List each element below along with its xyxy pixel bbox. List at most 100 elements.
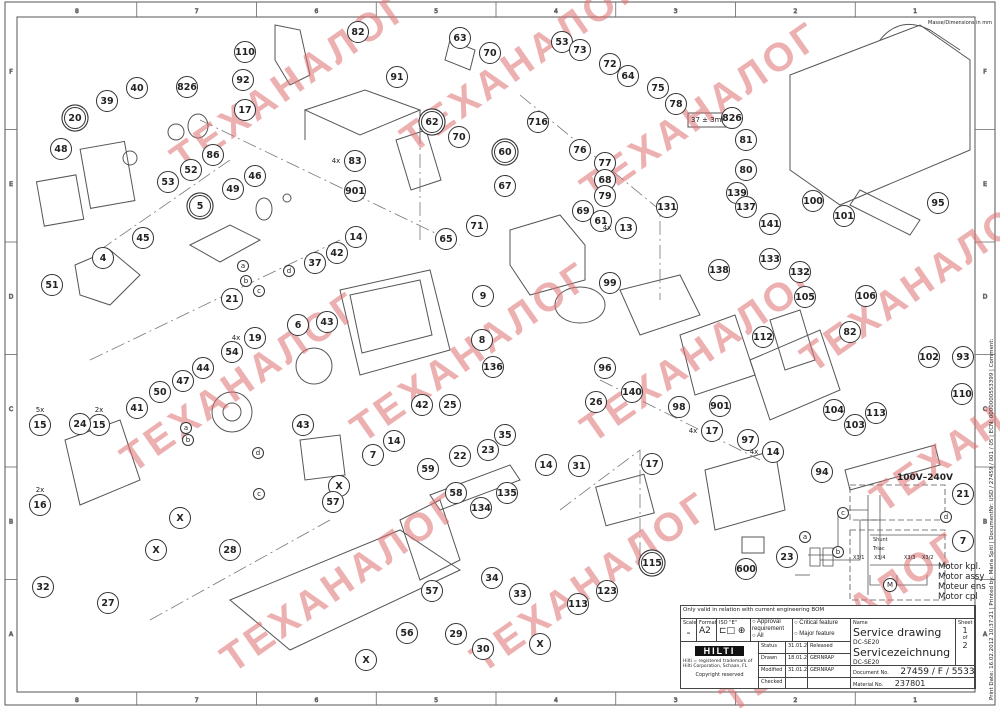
callout-X: X <box>145 539 167 561</box>
callout-140: 140 <box>621 381 643 403</box>
callout-41: 41 <box>126 397 148 419</box>
iso-cell: ISO "E"⊏□ ⊕ <box>717 619 751 642</box>
scale-value: - <box>686 626 691 639</box>
wire-letter-a: a <box>237 260 249 272</box>
callout-27: 27 <box>97 592 119 614</box>
callout-31: 31 <box>568 455 590 477</box>
callout-17: 17 <box>234 99 256 121</box>
callout-51: 51 <box>41 274 63 296</box>
voltage-label: 100V–240V <box>897 473 954 483</box>
callout-64: 64 <box>617 65 639 87</box>
callout-37: 37 <box>304 252 326 274</box>
callout-115: 115 <box>641 552 663 574</box>
callout-24: 24 <box>69 413 91 435</box>
column-label: 1 <box>913 697 917 704</box>
column-label: 1 <box>913 8 917 15</box>
bom-note: Only valid in relation with current engi… <box>681 606 975 619</box>
callout-52: 52 <box>180 159 202 181</box>
motor-name: Motor kpl. <box>938 562 981 572</box>
column-label: 3 <box>674 8 678 15</box>
callout-138: 138 <box>708 259 730 281</box>
callout-600: 600 <box>735 558 757 580</box>
callout-32: 32 <box>32 576 54 598</box>
callout-4: 4 <box>92 247 114 269</box>
callout-97: 97 <box>737 429 759 451</box>
callout-49: 49 <box>222 178 244 200</box>
of-label: of <box>962 635 968 641</box>
callout-67: 67 <box>494 175 516 197</box>
scale-cell: Scale- <box>681 619 697 642</box>
callout-39: 39 <box>96 90 118 112</box>
callout-110: 110 <box>234 41 256 63</box>
callout-113: 113 <box>865 402 887 424</box>
title-block: Only valid in relation with current engi… <box>680 605 976 689</box>
callout-48: 48 <box>50 138 72 160</box>
model-2: DC-SE20 <box>853 659 880 666</box>
status-label: Drawn <box>759 654 786 666</box>
callout-62: 62 <box>421 111 443 133</box>
callout-13: 13 <box>615 217 637 239</box>
motor-names: Motor kpl. Motor assy Moteur ens Motor c… <box>938 562 986 602</box>
callout-19: 19 <box>244 327 266 349</box>
approval-option[interactable]: ○ Approval requirement <box>752 619 785 632</box>
callout-28: 28 <box>219 539 241 561</box>
quantity-label: 2x <box>94 406 104 414</box>
quantity-label: 4x <box>602 224 612 232</box>
terminal-label: X3/3 <box>904 555 916 561</box>
name-label: Name <box>853 620 868 626</box>
wire-letter-b: b <box>182 434 194 446</box>
callout-102: 102 <box>918 346 940 368</box>
callout-7: 7 <box>952 530 974 552</box>
row-label: B <box>9 518 13 525</box>
all-option[interactable]: ○ All <box>752 633 764 639</box>
row-label: A <box>9 631 14 638</box>
approval-cell: ○ Approval requirement ○ All <box>751 619 793 642</box>
callout-826: 826 <box>176 76 198 98</box>
sheet-cell: Sheet 1 of 2 <box>956 619 975 666</box>
callout-46: 46 <box>244 165 266 187</box>
callout-86: 86 <box>202 144 224 166</box>
callout-71: 71 <box>466 215 488 237</box>
status-date: 31.01.2012 <box>786 666 808 678</box>
row-label: C <box>9 406 13 413</box>
motor-name: Motor cpl <box>938 592 978 602</box>
triac-label: Triac <box>873 546 885 552</box>
quantity-label: 2x <box>35 486 45 494</box>
column-label: 6 <box>314 697 318 704</box>
callout-101: 101 <box>833 205 855 227</box>
status-value: GERNRAP <box>808 654 851 666</box>
terminal-label: X3/2 <box>922 555 934 561</box>
callout-8: 8 <box>471 329 493 351</box>
callout-69: 69 <box>572 200 594 222</box>
callout-80: 80 <box>735 159 757 181</box>
iso-label: ISO "E" <box>719 620 737 626</box>
quantity-label: 5x <box>35 406 45 414</box>
column-label: 5 <box>434 8 438 15</box>
critical-option[interactable]: ○ Critical feature <box>794 620 838 626</box>
status-value: Released <box>808 642 851 654</box>
callout-9: 9 <box>472 285 494 307</box>
status-value: GERNRAP <box>808 666 851 678</box>
callout-65: 65 <box>435 228 457 250</box>
callout-75: 75 <box>647 77 669 99</box>
wire-letter-a: a <box>799 531 811 543</box>
status-date: 31.01.2012 <box>786 642 808 654</box>
shunt-label: Shunt <box>873 537 888 543</box>
callout-35: 35 <box>494 424 516 446</box>
major-option[interactable]: ○ Major feature <box>794 631 835 637</box>
row-label: B <box>983 518 987 525</box>
column-label: 3 <box>674 697 678 704</box>
callout-42: 42 <box>411 394 433 416</box>
column-label: 6 <box>314 8 318 15</box>
callout-131: 131 <box>656 196 678 218</box>
status-date: 18.01.2012 <box>786 654 808 666</box>
sheet-number: 1 <box>962 626 968 635</box>
motor-symbol: M <box>883 578 897 592</box>
callout-17: 17 <box>701 420 723 442</box>
row-label: E <box>983 181 987 188</box>
callout-6: 6 <box>287 314 309 336</box>
callout-15: 15 <box>29 414 51 436</box>
callout-901: 901 <box>344 180 366 202</box>
callout-X: X <box>169 507 191 529</box>
row-label: E <box>9 181 13 188</box>
